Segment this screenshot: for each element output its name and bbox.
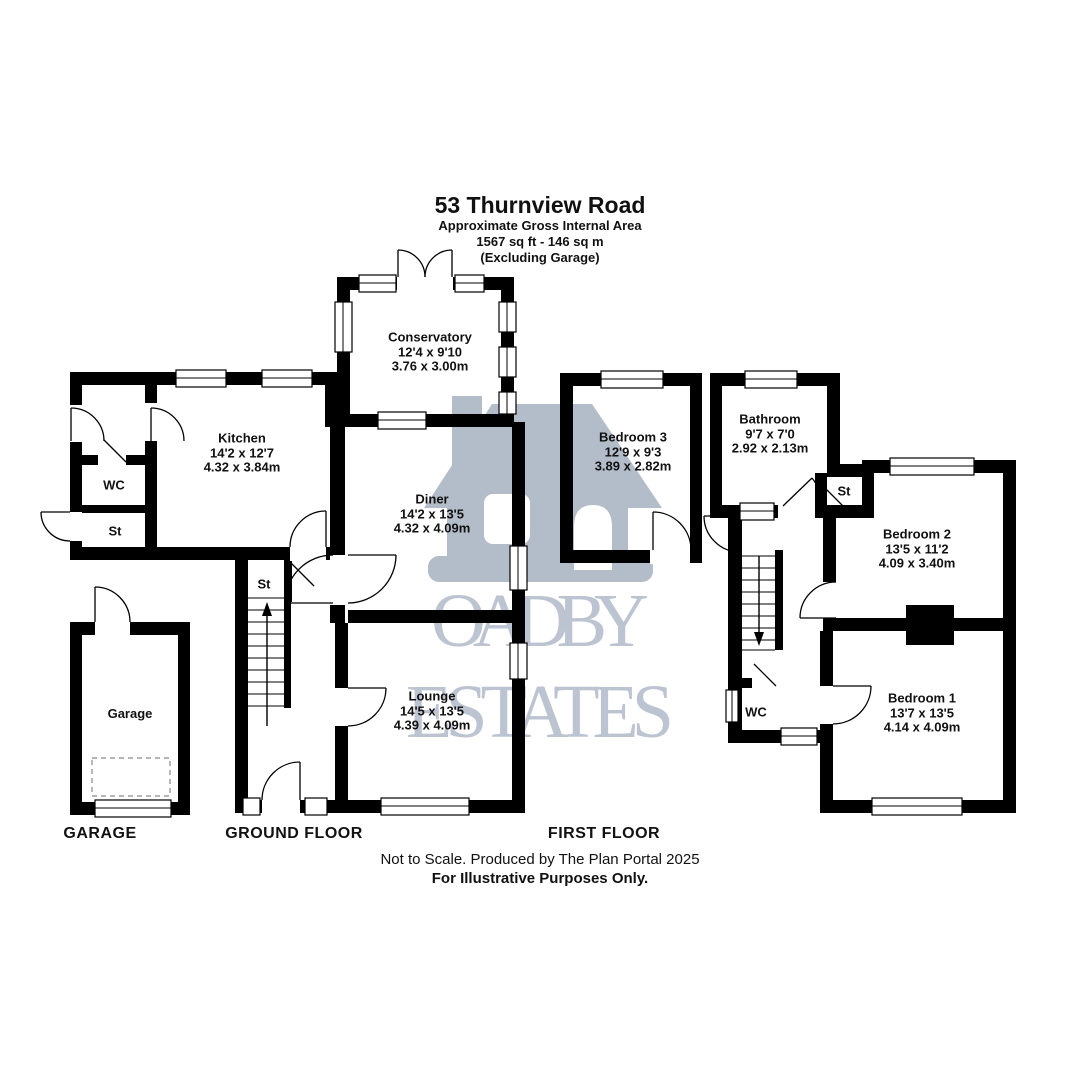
title-subtitle: Approximate Gross Internal Area <box>438 218 642 233</box>
ground-floor-stairs <box>248 597 284 726</box>
first-floor-doors <box>652 477 872 725</box>
title-block: 53 Thurnview Road Approximate Gross Inte… <box>0 192 1080 266</box>
floor-label-ground: GROUND FLOOR <box>225 825 363 842</box>
label-st-first: St <box>837 483 851 499</box>
label-wc-ground: WC <box>103 477 125 493</box>
stairs-down-arrow <box>754 632 764 646</box>
ground-floor-windows <box>94 274 528 818</box>
floor-label-garage: GARAGE <box>63 825 137 842</box>
first-floor-windows <box>600 370 975 816</box>
ground-floor-doors <box>40 249 453 801</box>
garage-parking-outline <box>91 757 171 797</box>
watermark-line2: ESTATES <box>406 670 674 754</box>
room-label-garage: Garage <box>107 705 153 721</box>
first-floor-walls <box>560 373 1016 813</box>
label-st-stairs: St <box>257 576 271 592</box>
stairs-up-arrow <box>262 602 272 616</box>
page-title: 53 Thurnview Road <box>434 192 646 218</box>
first-floor-stairs <box>742 555 775 651</box>
title-note: (Excluding Garage) <box>480 250 600 265</box>
footer-illustrative: For Illustrative Purposes Only. <box>431 870 649 887</box>
title-area: 1567 sq ft - 146 sq m <box>476 234 604 249</box>
label-st-hall: St <box>108 523 122 539</box>
footer-disclaimer: Not to Scale. Produced by The Plan Porta… <box>380 851 700 868</box>
floor-label-first: FIRST FLOOR <box>547 825 661 842</box>
label-wc-first: WC <box>745 704 767 720</box>
